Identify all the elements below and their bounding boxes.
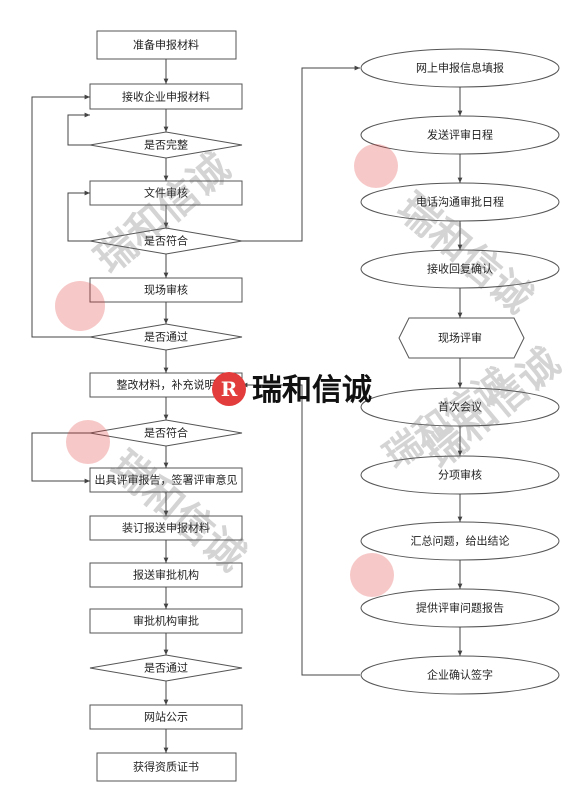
node-shape-prepare	[96, 30, 237, 60]
step-rectify: 整改材料，补充说明	[117, 378, 216, 392]
step-receive-materials: 接收企业申报材料	[122, 90, 210, 104]
node-shape-receive	[89, 83, 243, 110]
watermark-logo-icon-faded	[350, 553, 394, 597]
node-shape-authority-approve	[89, 608, 243, 634]
svg-text:R: R	[221, 377, 238, 401]
decision-pass: 是否通过	[144, 331, 188, 344]
watermark-brand-faded: 瑞和信诚	[102, 442, 255, 581]
step-file-review: 文件审核	[144, 186, 188, 200]
watermark-logo-icon-faded	[55, 281, 105, 331]
left-connectors	[31, 59, 360, 753]
step-prepare-materials: 准备申报材料	[133, 38, 199, 52]
watermark-logo-icon: R	[212, 372, 246, 406]
step-summarize: 汇总问题，给出结论	[411, 534, 510, 548]
watermark-tile-1: 瑞和信诚	[354, 144, 541, 323]
step-first-meeting: 首次会议	[438, 400, 482, 414]
node-shape-pass-decision-2	[89, 654, 243, 682]
watermark-center: R 瑞和信诚	[212, 372, 372, 408]
step-provide-report: 提供评审问题报告	[416, 601, 504, 615]
step-site-evaluation: 现场评审	[438, 331, 482, 345]
step-authority-approve: 审批机构审批	[133, 614, 199, 628]
decision-conform: 是否符合	[144, 234, 188, 248]
step-confirm-reply: 接收回复确认	[427, 262, 493, 276]
node-shape-site-review	[89, 277, 243, 303]
step-phone-schedule: 电话沟通审批日程	[416, 195, 504, 209]
watermark-logo-icon-faded	[354, 144, 398, 188]
node-shape-complete-decision	[89, 131, 243, 159]
node-shape-certificate	[96, 752, 237, 782]
step-certificate: 获得资质证书	[133, 761, 199, 774]
decision-pass-2: 是否通过	[144, 662, 188, 675]
watermark-brand-faded: 瑞和信诚	[86, 144, 239, 283]
watermark-logo-icon-faded	[66, 420, 110, 464]
step-issue-report: 出具评审报告，签署评审意见	[95, 473, 238, 487]
step-send-authority: 报送审批机构	[133, 568, 199, 582]
step-publicity: 网站公示	[144, 710, 188, 724]
decision-conform-2: 是否符合	[144, 426, 188, 440]
step-item-review: 分项审核	[438, 468, 482, 482]
decision-complete: 是否完整	[144, 138, 188, 152]
node-shape-pass-decision	[89, 323, 243, 351]
node-shape-conform-decision-2	[89, 419, 243, 447]
watermark-brand: 瑞和信诚	[252, 373, 372, 408]
step-sign-confirm: 企业确认签字	[427, 668, 493, 682]
step-bind-submit: 装订报送申报材料	[122, 521, 210, 535]
step-send-schedule: 发送评审日程	[427, 128, 493, 142]
node-shape-file-review	[89, 180, 243, 206]
step-online-fill: 网上申报信息填报	[416, 61, 504, 75]
node-shape-site-evaluation	[398, 317, 525, 359]
step-site-review: 现场审核	[144, 283, 188, 297]
